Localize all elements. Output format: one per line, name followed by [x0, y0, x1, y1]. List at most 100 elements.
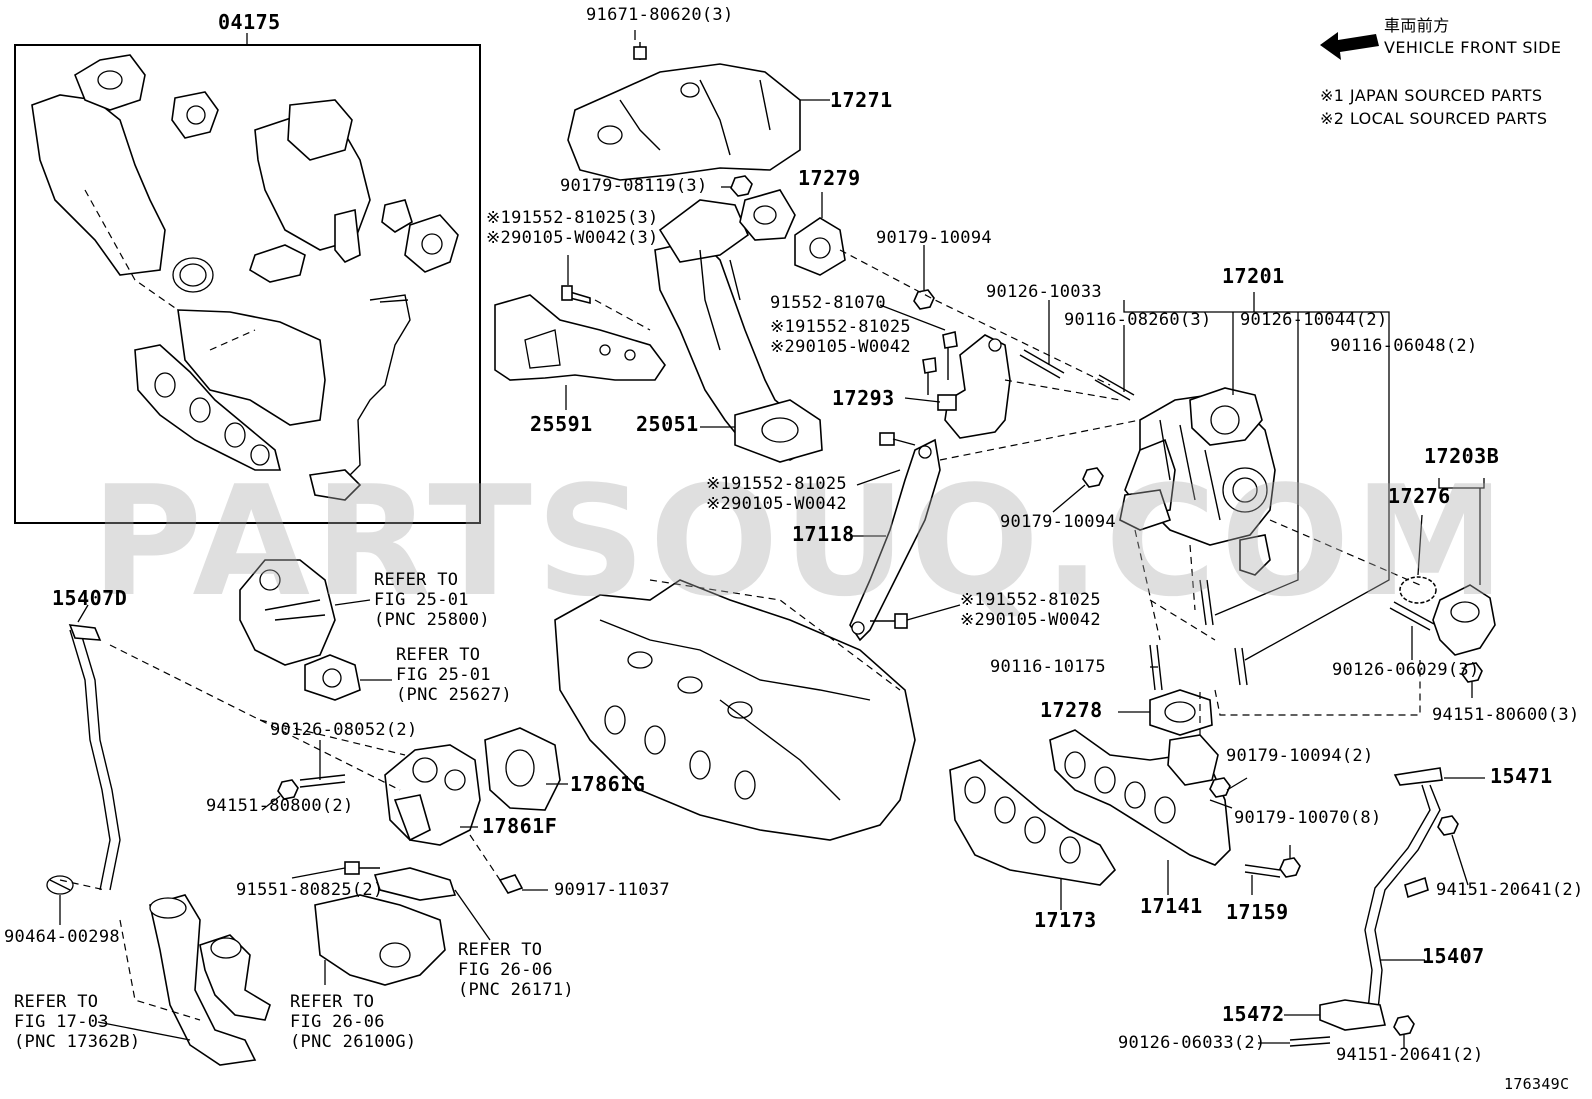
- refer-17362B-line3[interactable]: (PNC 17362B): [14, 1032, 141, 1052]
- part-label-191552-81025-b[interactable]: ※191552-81025: [770, 317, 911, 337]
- nut-94151-80600: [1461, 662, 1483, 683]
- part-label-94151-20641-a[interactable]: 94151-20641(2): [1436, 880, 1584, 900]
- refer-26100G-line2[interactable]: FIG 26-06: [290, 1012, 385, 1032]
- part-label-17278[interactable]: 17278: [1040, 698, 1103, 722]
- part-label-90126-10044[interactable]: 90126-10044(2): [1240, 310, 1388, 330]
- part-label-04175[interactable]: 04175: [218, 10, 281, 34]
- nut-94151-20641-a: [1437, 815, 1459, 836]
- part-label-94151-80800[interactable]: 94151-80800(2): [206, 796, 354, 816]
- part-label-17173[interactable]: 17173: [1034, 908, 1097, 932]
- part-label-25051[interactable]: 25051: [636, 412, 699, 436]
- part-label-17279[interactable]: 17279: [798, 166, 861, 190]
- refer-26100G-line3[interactable]: (PNC 26100G): [290, 1032, 417, 1052]
- cylinder-head: [554, 579, 916, 841]
- part-label-94151-20641-b[interactable]: 94151-20641(2): [1336, 1045, 1484, 1065]
- nut-90179-10094-b: [1082, 467, 1104, 488]
- stud-90126-06033: [1289, 1036, 1331, 1047]
- part-label-290105-w0042-c[interactable]: ※290105-W0042: [706, 494, 847, 514]
- refer-25627-line3[interactable]: (PNC 25627): [396, 685, 512, 705]
- part-label-90116-10175[interactable]: 90116-10175: [990, 657, 1106, 677]
- part-label-90179-08119[interactable]: 90179-08119(3): [560, 176, 708, 196]
- part-label-90126-06029[interactable]: 90126-06029(3): [1332, 660, 1480, 680]
- bolt-191552-81025-a: [561, 255, 591, 305]
- part-label-15407[interactable]: 15407: [1422, 944, 1485, 968]
- part-label-15472[interactable]: 15472: [1222, 1002, 1285, 1026]
- part-label-90116-06048[interactable]: 90116-06048(2): [1330, 336, 1478, 356]
- hose-15407D: [68, 624, 121, 891]
- part-label-290105-w0042-d[interactable]: ※290105-W0042: [960, 610, 1101, 630]
- bracket-17293: [922, 331, 1011, 439]
- refer-25800-line1[interactable]: REFER TO: [374, 570, 459, 590]
- refer-17362B-line2[interactable]: FIG 17-03: [14, 1012, 109, 1032]
- refer-26171-line3[interactable]: (PNC 26171): [458, 980, 574, 1000]
- part-label-17276[interactable]: 17276: [1388, 484, 1451, 508]
- legend-note-japan: ※1 JAPAN SOURCED PARTS: [1320, 86, 1543, 105]
- part-label-94151-80600[interactable]: 94151-80600(3): [1432, 705, 1580, 725]
- stud-90116-10175: [1149, 644, 1163, 691]
- housing-ref-26100G: [314, 894, 446, 986]
- part-label-191552-81025-c[interactable]: ※191552-81025: [706, 474, 847, 494]
- part-label-17861F[interactable]: 17861F: [482, 814, 558, 838]
- nut-90179-10070: [1279, 857, 1301, 878]
- part-label-17141[interactable]: 17141: [1140, 894, 1203, 918]
- gasket-17278: [1149, 689, 1213, 736]
- part-label-17118[interactable]: 17118: [792, 522, 855, 546]
- refer-26171-line1[interactable]: REFER TO: [458, 940, 543, 960]
- part-label-90179-10094-a[interactable]: 90179-10094: [876, 228, 992, 248]
- refer-25627-line1[interactable]: REFER TO: [396, 645, 481, 665]
- group-bracket-17201: [1123, 292, 1390, 395]
- gasket-17861G: [484, 727, 561, 811]
- nut-94151-20641-b: [1393, 1015, 1415, 1036]
- part-label-90179-10094-c[interactable]: 90179-10094(2): [1226, 746, 1374, 766]
- refer-25800-line3[interactable]: (PNC 25800): [374, 610, 490, 630]
- vacuum-pump-ref: [239, 559, 336, 666]
- stud-90126-06029: [1389, 601, 1435, 631]
- part-label-17293[interactable]: 17293: [832, 386, 895, 410]
- part-label-17159[interactable]: 17159: [1226, 900, 1289, 924]
- part-label-290105-w0042-b[interactable]: ※290105-W0042: [770, 337, 911, 357]
- bracket-25591: [494, 294, 666, 410]
- refer-25800-line2[interactable]: FIG 25-01: [374, 590, 469, 610]
- oil-pipe-15407: [1319, 767, 1443, 1031]
- stud-90126-10033: [1019, 300, 1065, 379]
- part-label-90126-10033[interactable]: 90126-10033: [986, 282, 1102, 302]
- part-label-90179-10070[interactable]: 90179-10070(8): [1234, 808, 1382, 828]
- nut-94151-80800: [277, 779, 299, 800]
- part-label-91551-80825[interactable]: 91551-80825(2): [236, 880, 384, 900]
- part-label-290105-w0042-a[interactable]: ※290105-W0042(3): [486, 228, 659, 248]
- part-label-90917-11037[interactable]: 90917-11037: [554, 880, 670, 900]
- part-label-90179-10094-b[interactable]: 90179-10094: [1000, 512, 1116, 532]
- part-label-17861G[interactable]: 17861G: [570, 772, 646, 796]
- part-label-91552-81070[interactable]: 91552-81070: [770, 293, 886, 313]
- part-label-90126-08052[interactable]: 90126-08052(2): [270, 720, 418, 740]
- part-label-17201[interactable]: 17201: [1222, 264, 1285, 288]
- exhaust-manifold-17141: [1049, 729, 1231, 866]
- part-label-191552-81025-d[interactable]: ※191552-81025: [960, 590, 1101, 610]
- stud-17159: [1244, 864, 1281, 878]
- figure-id: 176349C: [1504, 1075, 1570, 1093]
- gasket-ref-25627: [304, 654, 361, 701]
- part-label-90116-08260[interactable]: 90116-08260(3): [1064, 310, 1212, 330]
- stud-90126-10044-a: [1199, 579, 1214, 626]
- part-label-17271[interactable]: 17271: [830, 88, 893, 112]
- stay-17118: [849, 432, 941, 642]
- part-label-17203B[interactable]: 17203B: [1424, 444, 1500, 468]
- part-label-90126-06033[interactable]: 90126-06033(2): [1118, 1033, 1266, 1053]
- part-label-91671-80620[interactable]: 91671-80620(3): [586, 5, 734, 25]
- part-label-25591[interactable]: 25591: [530, 412, 593, 436]
- refer-25627-line2[interactable]: FIG 25-01: [396, 665, 491, 685]
- part-label-15407D[interactable]: 15407D: [52, 586, 128, 610]
- refer-17362B-line1[interactable]: REFER TO: [14, 992, 99, 1012]
- bolt-91551-80825: [344, 861, 360, 875]
- nut-90179-08119: [730, 175, 753, 197]
- part-label-90464-00298[interactable]: 90464-00298: [4, 927, 120, 947]
- refer-26100G-line1[interactable]: REFER TO: [290, 992, 375, 1012]
- refer-26171-line2[interactable]: FIG 26-06: [458, 960, 553, 980]
- kit-contents: [31, 54, 459, 501]
- part-label-15471[interactable]: 15471: [1490, 764, 1553, 788]
- turbocharger-17201: [1119, 387, 1276, 576]
- stud-90126-10044-b: [1234, 647, 1248, 686]
- part-label-191552-81025-a[interactable]: ※191552-81025(3): [486, 208, 659, 228]
